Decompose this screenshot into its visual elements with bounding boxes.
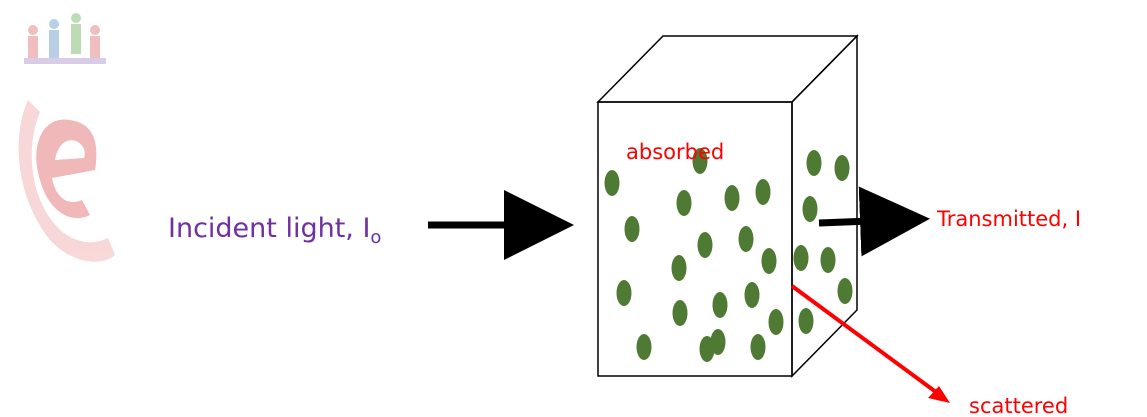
particle-23 [793,245,809,271]
particle-12 [672,300,688,326]
particle-8 [738,226,754,252]
scattered-arrowhead [928,386,950,403]
particle-group [604,148,853,362]
particle-25 [837,278,853,304]
particle-20 [806,150,822,176]
particle-4 [724,185,740,211]
logo-watermark-icon [18,13,115,262]
incident-light-label: Incident light, Io [168,213,381,248]
sample-cuvette [596,34,859,378]
cuvette-side-face [791,34,858,378]
scattered-arrow [790,284,942,397]
particle-17 [636,334,652,360]
scattered-label: scattered [969,394,1068,417]
particle-16 [768,309,784,335]
particle-24 [820,247,836,273]
particle-5 [755,179,771,205]
transmitted-label: Transmitted, I [936,207,1081,231]
particle-13 [712,292,728,318]
transmitted-arrow [818,186,930,257]
particle-6 [624,216,640,242]
particle-26 [798,308,814,334]
particle-18 [699,336,715,362]
cuvette-top-face [596,35,859,103]
particle-7 [697,232,713,258]
absorbed-label: absorbed [626,140,724,164]
particle-19 [750,334,766,360]
particle-9 [671,255,687,281]
letter-e-icon [36,119,97,219]
particle-21 [834,155,850,181]
particle-1 [692,148,708,174]
particle-22 [802,196,818,222]
particle-10 [761,248,777,274]
people-figures-icon [24,13,106,64]
particle-11 [616,280,632,306]
particle-2 [604,170,620,196]
particle-14 [744,282,760,308]
particle-3 [676,190,692,216]
